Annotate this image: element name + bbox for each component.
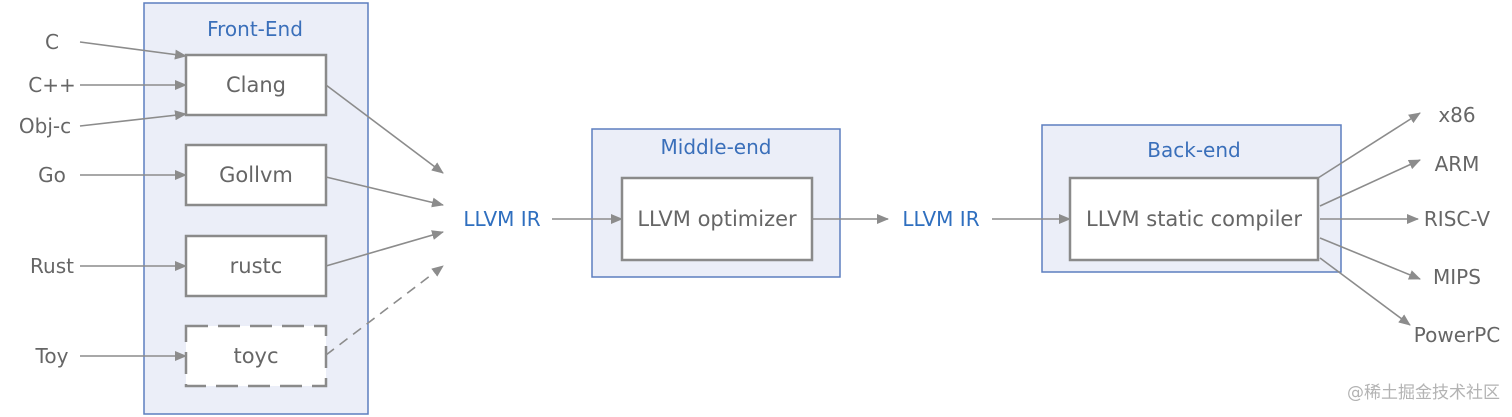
arrow-clang-to-ir bbox=[325, 84, 444, 174]
llvm-optimizer-label: LLVM optimizer bbox=[637, 207, 797, 231]
clang-label: Clang bbox=[226, 73, 286, 97]
lang-label-objc: Obj-c bbox=[19, 114, 71, 138]
lang-label-rust: Rust bbox=[30, 254, 74, 278]
llvm-static-compiler-label: LLVM static compiler bbox=[1086, 207, 1302, 231]
llvm-ir-left-label: LLVM IR bbox=[463, 207, 540, 231]
toyc-label: toyc bbox=[233, 344, 278, 368]
lang-label-c: C bbox=[45, 30, 59, 54]
watermark: @稀土掘金技术社区 bbox=[1347, 383, 1500, 403]
arrow-gollvm-to-ir bbox=[325, 176, 444, 208]
arrow-toyc-to-ir bbox=[325, 265, 444, 356]
lang-label-toy: Toy bbox=[35, 344, 69, 368]
arrow-to-mips bbox=[1319, 237, 1421, 280]
llvm-static-compiler-box: LLVM static compiler bbox=[1068, 176, 1320, 262]
arrow-to-powerpc bbox=[1319, 257, 1411, 326]
toyc-box: toyc bbox=[184, 324, 328, 388]
arrow-to-x86 bbox=[1317, 112, 1421, 179]
target-label-x86: x86 bbox=[1438, 103, 1475, 127]
llvm-ir-right-label: LLVM IR bbox=[902, 207, 979, 231]
back-end-title: Back-end bbox=[1147, 138, 1240, 162]
gollvm-label: Gollvm bbox=[219, 163, 293, 187]
arrow-c-to-clang bbox=[79, 41, 187, 60]
middle-end-title: Middle-end bbox=[661, 135, 772, 159]
gollvm-box: Gollvm bbox=[184, 143, 328, 207]
arrow-rustc-to-ir bbox=[325, 230, 444, 267]
rustc-label: rustc bbox=[230, 254, 283, 278]
target-label-mips: MIPS bbox=[1433, 265, 1481, 289]
lang-label-go: Go bbox=[38, 163, 66, 187]
target-label-risc-v: RISC-V bbox=[1424, 207, 1491, 231]
target-label-powerpc: PowerPC bbox=[1414, 323, 1501, 347]
target-label-arm: ARM bbox=[1435, 152, 1480, 176]
llvm-optimizer-box: LLVM optimizer bbox=[620, 176, 814, 262]
arrow-objc-to-clang bbox=[79, 110, 187, 127]
lang-label-cpp: C++ bbox=[28, 73, 75, 97]
clang-box: Clang bbox=[184, 53, 328, 117]
rustc-box: rustc bbox=[184, 234, 328, 298]
front-end-title: Front-End bbox=[207, 17, 303, 41]
arrow-to-arm bbox=[1319, 159, 1421, 207]
